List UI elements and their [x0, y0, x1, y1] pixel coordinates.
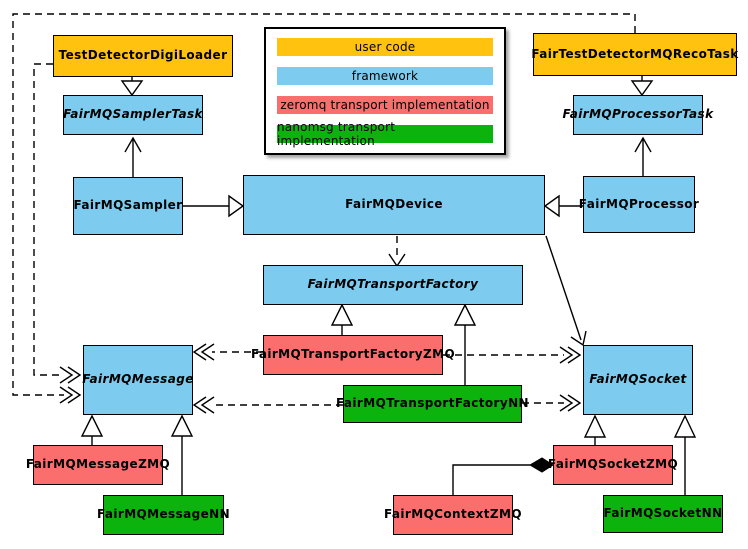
- legend-item-framework: framework: [277, 67, 493, 85]
- node-fairmq-processor-task: FairMQProcessorTask: [563, 95, 713, 135]
- node-fairmq-device: FairMQDevice: [243, 175, 545, 235]
- node-fairmq-message: FairMQMessage: [82, 345, 193, 415]
- edge-digiloader-message: [33, 63, 82, 384]
- legend-item-user-code: user code: [277, 38, 493, 56]
- legend: user code framework zeromq transport imp…: [264, 27, 506, 155]
- node-test-detector-digi-loader: TestDetectorDigiLoader: [53, 35, 233, 77]
- edge-sampler-samplertask: [124, 136, 142, 177]
- edge-tfzmq-message: [192, 343, 263, 361]
- node-fairmq-sampler: FairMQSampler: [73, 177, 183, 235]
- edge-device-transportfactory: [388, 236, 406, 268]
- node-fairmq-processor: FairMQProcessor: [579, 176, 699, 233]
- edge-sockzmq-contextzmq: [452, 457, 554, 495]
- edge-tfnn-transportfactory: [453, 303, 477, 385]
- legend-item-zeromq: zeromq transport implementation: [277, 96, 493, 114]
- edge-msgzmq-message: [80, 414, 104, 445]
- node-fairmq-message-nn: FairMQMessageNN: [97, 495, 230, 535]
- edge-processor-device: [543, 194, 583, 218]
- node-fairmq-sampler-task: FairMQSamplerTask: [63, 95, 203, 135]
- edge-recotask-processortask: [630, 76, 654, 97]
- node-fairmq-transport-factory-nn: FairMQTransportFactoryNN: [336, 385, 529, 423]
- node-fairmq-message-zmq: FairMQMessageZMQ: [26, 445, 170, 485]
- edge-recotask-message: [12, 13, 636, 404]
- node-fairmq-transport-factory: FairMQTransportFactory: [263, 265, 523, 305]
- edge-sampler-device: [183, 194, 245, 218]
- edge-tfnn-socket: [522, 394, 582, 412]
- edge-socknn-socket: [673, 414, 697, 495]
- node-fairmq-context-zmq: FairMQContextZMQ: [384, 495, 522, 535]
- edge-tfzmq-socket: [443, 346, 582, 364]
- edge-msgnn-message: [170, 414, 194, 495]
- edge-tfnn-message: [192, 396, 343, 414]
- edge-processor-processortask: [634, 136, 652, 176]
- edge-sockzmq-socket: [583, 414, 607, 445]
- edge-digiloader-samplertask: [120, 77, 144, 97]
- node-fairmq-socket-nn: FairMQSocketNN: [603, 495, 723, 533]
- node-fairmq-socket: FairMQSocket: [583, 345, 693, 415]
- node-fairmq-transport-factory-zmq: FairMQTransportFactoryZMQ: [251, 335, 455, 375]
- node-fair-test-detector-mq-reco-task: FairTestDetectorMQRecoTask: [531, 33, 738, 76]
- node-fairmq-socket-zmq: FairMQSocketZMQ: [548, 445, 678, 485]
- legend-item-nanomsg: nanomsg transport implementation: [277, 120, 493, 148]
- edge-tfzmq-transportfactory: [330, 303, 354, 335]
- edge-device-socket: [545, 235, 587, 347]
